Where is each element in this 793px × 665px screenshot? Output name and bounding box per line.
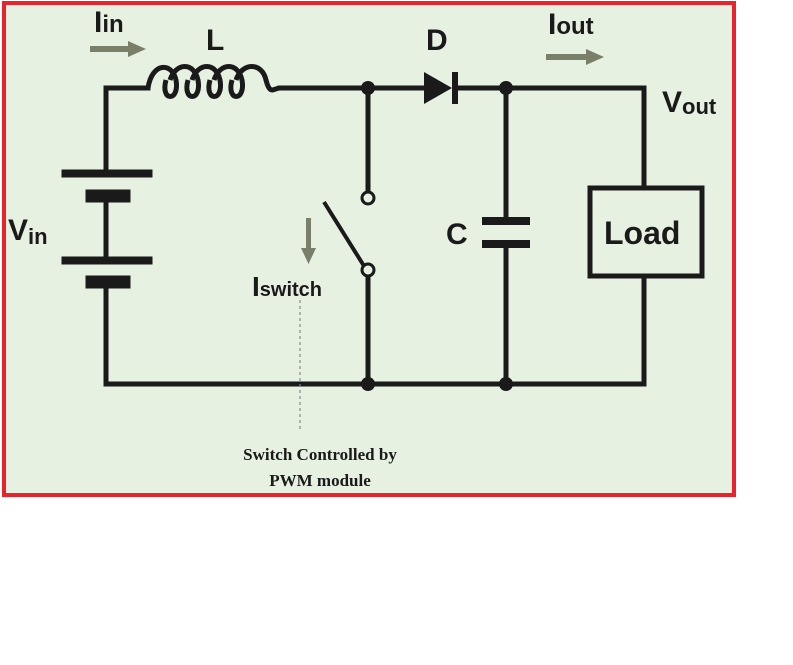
switch-note-line1: Switch Controlled by bbox=[243, 445, 397, 464]
output-current-arrow bbox=[546, 49, 604, 65]
switch-note-line2: PWM module bbox=[269, 471, 371, 490]
capacitor-symbol bbox=[482, 217, 530, 248]
inductor-coil bbox=[145, 64, 281, 99]
node-bottom-capacitor bbox=[499, 377, 513, 391]
node-top-capacitor bbox=[499, 81, 513, 95]
switch-current-arrow bbox=[301, 218, 316, 264]
circuit-nodes bbox=[361, 81, 513, 391]
load-label: Load bbox=[604, 215, 680, 251]
battery-symbol bbox=[61, 169, 153, 289]
node-bottom-switch bbox=[361, 377, 375, 391]
node-top-switch bbox=[361, 81, 375, 95]
switch-current-label: Iswitch bbox=[252, 271, 322, 302]
wire-diode-to-output bbox=[455, 85, 647, 191]
output-voltage-label: Vout bbox=[662, 86, 717, 119]
capacitor-label: C bbox=[446, 218, 468, 251]
circuit-wires bbox=[103, 85, 647, 387]
wire-left-top bbox=[103, 85, 151, 176]
load-box bbox=[587, 185, 705, 279]
wire-bottom-return bbox=[103, 283, 647, 387]
diode-symbol bbox=[424, 72, 458, 104]
input-current-arrow bbox=[90, 41, 146, 57]
switch-symbol bbox=[322, 190, 376, 278]
output-current-label: Iout bbox=[548, 8, 594, 41]
input-voltage-label: Vin bbox=[8, 214, 48, 249]
inductor-label: L bbox=[206, 24, 224, 57]
diode-label: D bbox=[426, 24, 448, 57]
input-current-label: Iin bbox=[94, 6, 124, 39]
